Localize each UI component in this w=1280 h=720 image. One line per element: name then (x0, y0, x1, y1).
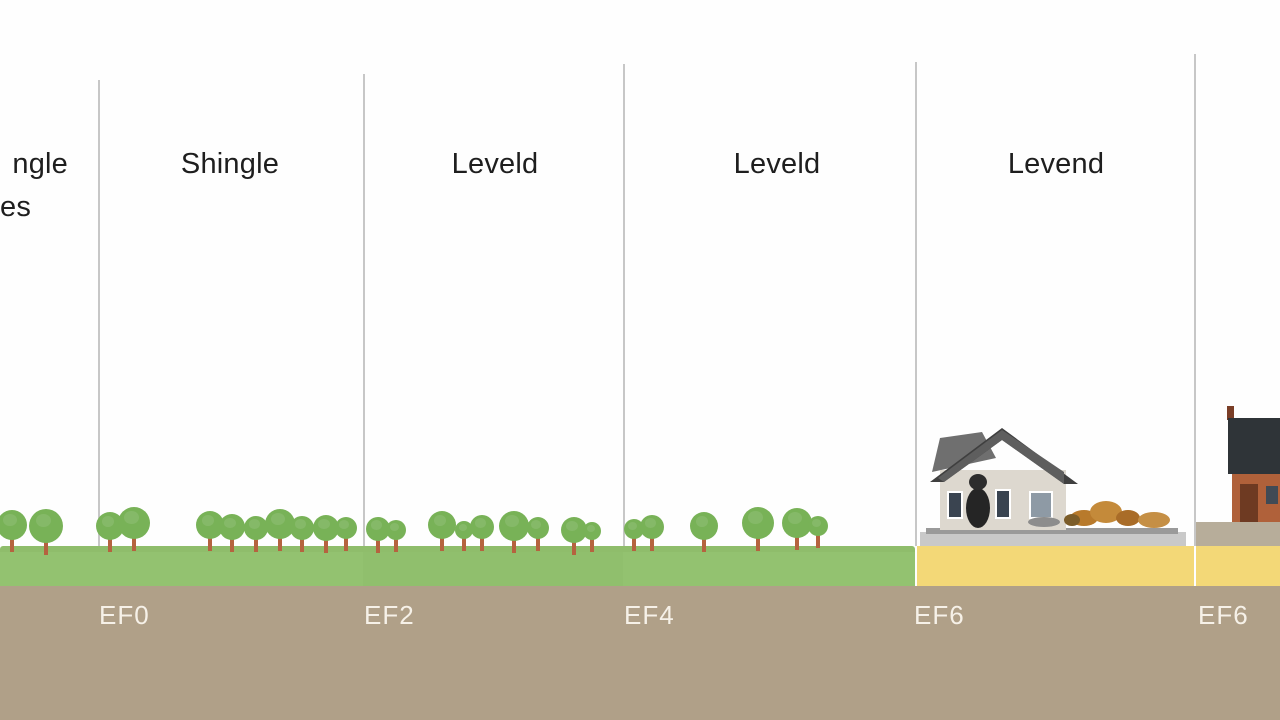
tree-icon (499, 511, 529, 553)
tree-icon (219, 514, 245, 552)
column-divider (98, 80, 100, 550)
tree-icon (0, 510, 27, 552)
scale-label-ef4: EF4 (624, 600, 675, 630)
grass-edge (0, 546, 915, 552)
column-label-1: ngle es (0, 143, 68, 229)
ground-band (0, 586, 1280, 720)
partial-house-illustration (1196, 406, 1280, 546)
scale-label-ef0: EF0 (99, 600, 150, 630)
grass-strip (0, 550, 363, 588)
column-label-2: Shingle (130, 148, 330, 181)
tree-icon (640, 515, 664, 551)
tree-icon (527, 517, 549, 551)
tree-icon (583, 522, 601, 552)
tree-icon (455, 521, 473, 551)
debris (966, 488, 990, 528)
tree-icon (29, 509, 63, 555)
column-divider (915, 62, 917, 546)
tree-icon (742, 507, 774, 551)
scale-label-ef6-right: EF6 (1198, 600, 1249, 630)
grass-strip (363, 550, 623, 588)
house-chimney (1227, 406, 1234, 420)
column-label-4: Leveld (677, 148, 877, 181)
tree-icon (561, 517, 587, 555)
column-label-3-text: Leveld (451, 148, 539, 180)
tree-icon (428, 511, 456, 551)
house-window (1266, 486, 1278, 504)
tree-icon (690, 512, 718, 552)
column-label-5-text: Levend (1007, 148, 1105, 180)
column-label-5: Levend (956, 148, 1156, 181)
tree-icon (386, 520, 406, 552)
tree-icon (470, 515, 494, 551)
column-label-2-text: Shingle (180, 148, 280, 180)
column-divider (363, 74, 365, 550)
tree-icon (335, 517, 357, 551)
tree-icon (624, 519, 644, 551)
house-window (1029, 491, 1053, 519)
column-divider (623, 64, 625, 550)
column-label-4-text: Leveld (733, 148, 821, 180)
sand-strip (917, 546, 1194, 588)
house-window (947, 491, 963, 519)
column-label-3: Leveld (395, 148, 595, 181)
tree-icon (290, 516, 314, 552)
house-foundation (920, 532, 1186, 546)
damaged-house-illustration (920, 428, 1186, 546)
tree-icon (244, 516, 268, 552)
column-divider (1194, 54, 1196, 546)
house-door (1240, 484, 1258, 522)
column-label-1-line-2: es (0, 191, 32, 223)
tree-icon (782, 508, 812, 550)
house-roof (1228, 418, 1280, 474)
grass-strip (623, 550, 915, 588)
scale-label-ef6: EF6 (914, 600, 965, 630)
tree-icon (313, 515, 339, 553)
column-label-1-line-1: ngle (12, 148, 68, 180)
sand-strip (1196, 546, 1280, 588)
debris-pile (1064, 501, 1170, 528)
scale-label-ef2: EF2 (364, 600, 415, 630)
house-side-roof (932, 432, 996, 472)
house-foundation (1196, 522, 1280, 546)
house-window (995, 489, 1011, 519)
tree-icon (118, 507, 150, 551)
tree-icon (808, 516, 828, 548)
